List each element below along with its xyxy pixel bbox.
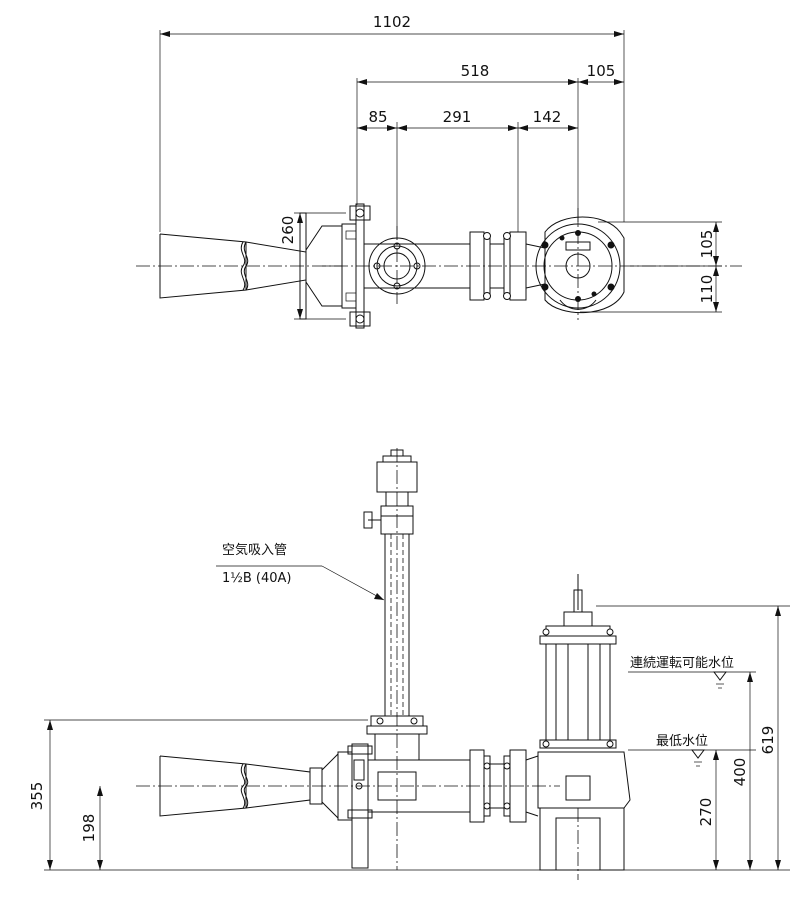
plan-pipe-body — [364, 231, 546, 301]
water-levels: 連続運転可能水位 最低水位 — [628, 656, 756, 767]
elevation-pipe — [368, 749, 539, 823]
dim-1102-text: 1102 — [373, 13, 411, 31]
dim-198-text: 198 — [80, 814, 98, 843]
air-intake-pipe — [363, 448, 428, 870]
dim-85-291-142: 85 291 142 — [357, 108, 578, 131]
elevation-view: 空気吸入管 1½B (40A) — [28, 448, 790, 880]
dim-110-right-text: 110 — [698, 275, 716, 304]
dim-1102: 1102 — [160, 13, 624, 37]
air-intake-label: 空気吸入管 1½B (40A) — [216, 542, 385, 601]
dim-105-top-text: 105 — [587, 62, 616, 80]
plan-pump — [535, 216, 625, 314]
dim-619-400-270: 619 400 270 — [596, 605, 790, 870]
dim-518-text: 518 — [461, 62, 490, 80]
dim-291-text: 291 — [443, 108, 472, 126]
elevation-pump — [537, 574, 631, 880]
dim-142-text: 142 — [533, 108, 562, 126]
dim-518-105: 518 105 — [357, 62, 624, 85]
dim-619-text: 619 — [759, 726, 777, 755]
elevation-nozzle-horn — [159, 743, 373, 869]
dim-260: 260 — [279, 212, 346, 320]
dim-105-right-text: 105 — [698, 230, 716, 259]
dim-355-198: 355 198 — [28, 719, 368, 870]
dim-355-text: 355 — [28, 782, 46, 811]
plan-view: 1102 518 105 85 291 142 — [136, 13, 742, 329]
dim-105-110: 105 110 — [580, 221, 722, 313]
dim-260-text: 260 — [279, 216, 297, 245]
minimum-water-level-label: 最低水位 — [656, 734, 708, 749]
continuous-water-level-label: 連続運転可能水位 — [630, 656, 734, 671]
air-intake-size-label: 1½B (40A) — [222, 571, 292, 586]
dim-85-text: 85 — [368, 108, 387, 126]
air-intake-pipe-label: 空気吸入管 — [222, 542, 287, 558]
dim-270-text: 270 — [697, 798, 715, 827]
dim-400-text: 400 — [731, 758, 749, 787]
